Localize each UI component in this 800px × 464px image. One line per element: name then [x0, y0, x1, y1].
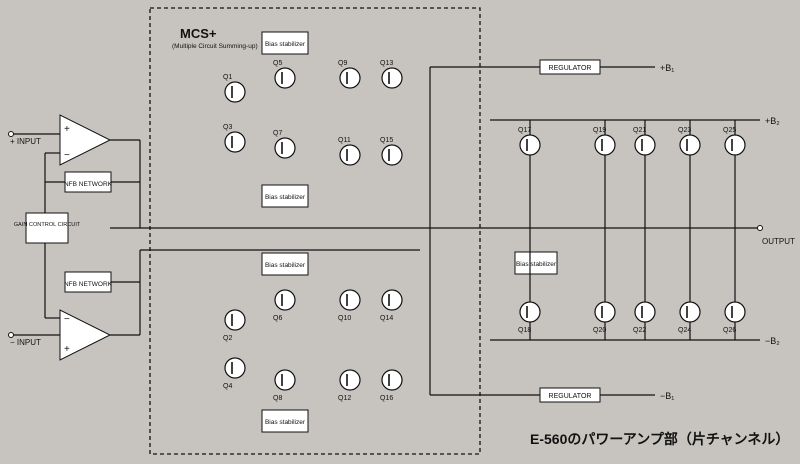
transistor-label-q19: Q19 [593, 127, 606, 134]
transistor-q17 [519, 134, 541, 156]
svg-text:REGULATOR: REGULATOR [549, 393, 592, 400]
transistor-label-q15: Q15 [380, 137, 393, 144]
transistor-label-q17: Q17 [518, 127, 531, 134]
bias-stabilizer-3 [261, 252, 309, 276]
plus-input-label: + INPUT [10, 137, 41, 146]
transistor-q26 [724, 301, 746, 323]
transistor-q20 [594, 301, 616, 323]
svg-text:−: − [64, 314, 70, 325]
transistor-q10 [339, 289, 361, 311]
transistor-label-q24: Q24 [678, 327, 691, 334]
bias-stabilizer-2 [261, 184, 309, 208]
svg-text:NFB NETWORK: NFB NETWORK [64, 281, 113, 288]
bias-stabilizer-4 [261, 409, 309, 433]
transistor-label-q2: Q2 [223, 335, 232, 342]
transistor-q1 [224, 81, 246, 103]
transistor-label-q5: Q5 [273, 60, 282, 67]
transistor-q13 [381, 67, 403, 89]
transistor-q12 [339, 369, 361, 391]
minus-input-label: − INPUT [10, 338, 41, 347]
transistor-q15 [381, 144, 403, 166]
gain-control-circuit [25, 212, 69, 244]
svg-text:Bias stabilizer: Bias stabilizer [265, 194, 306, 201]
caption: E-560のパワーアンプ部（片チャンネル） [530, 431, 789, 447]
output-terminal [757, 225, 763, 231]
transistor-label-q11: Q11 [338, 137, 351, 144]
svg-text:GAIN CONTROL CIRCUIT: GAIN CONTROL CIRCUIT [14, 222, 81, 228]
transistor-label-q4: Q4 [223, 383, 232, 390]
transistor-label-q12: Q12 [338, 395, 351, 402]
bias-stabilizer-1 [261, 31, 309, 55]
transistor-q5 [274, 67, 296, 89]
transistor-label-q9: Q9 [338, 60, 347, 67]
plus-input-terminal [8, 131, 14, 137]
transistor-q19 [594, 134, 616, 156]
svg-text:−B₁: −B₁ [660, 391, 674, 401]
transistor-q16 [381, 369, 403, 391]
transistor-label-q20: Q20 [593, 327, 606, 334]
transistor-q11 [339, 144, 361, 166]
transistor-label-q22: Q22 [633, 327, 646, 334]
svg-text:REGULATOR: REGULATOR [549, 65, 592, 72]
transistor-label-q14: Q14 [380, 315, 393, 322]
transistor-q6 [274, 289, 296, 311]
transistor-q22 [634, 301, 656, 323]
transistor-label-q3: Q3 [223, 124, 232, 131]
transistor-label-q10: Q10 [338, 315, 351, 322]
minus-input-terminal [8, 332, 14, 338]
svg-text:OUTPUT: OUTPUT [762, 237, 795, 246]
transistor-label-q7: Q7 [273, 130, 282, 137]
transistor-label-q16: Q16 [380, 395, 393, 402]
transistor-q23 [679, 134, 701, 156]
svg-text:Bias stabilizer: Bias stabilizer [265, 419, 306, 426]
svg-text:Bias stabilizer: Bias stabilizer [516, 261, 557, 268]
transistor-q14 [381, 289, 403, 311]
transistor-label-q8: Q8 [273, 395, 282, 402]
transistor-label-q13: Q13 [380, 60, 393, 67]
opamp-bottom [59, 309, 112, 361]
transistor-q3 [224, 131, 246, 153]
svg-text:Bias stabilizer: Bias stabilizer [265, 41, 306, 48]
transistor-label-q6: Q6 [273, 315, 282, 322]
svg-text:+B₂: +B₂ [765, 116, 780, 126]
transistor-q21 [634, 134, 656, 156]
transistor-label-q21: Q21 [633, 127, 646, 134]
mcs-subtitle: (Multiple Circuit Summing-up) [172, 43, 258, 50]
transistor-label-q25: Q25 [723, 127, 736, 134]
transistor-q9 [339, 67, 361, 89]
svg-text:+B₁: +B₁ [660, 63, 674, 73]
transistor-label-q1: Q1 [223, 74, 232, 81]
bias-stabilizer-5 [514, 251, 558, 275]
opamp-top [59, 114, 112, 166]
transistor-q25 [724, 134, 746, 156]
svg-text:+: + [64, 344, 70, 355]
mcs-region [149, 7, 481, 455]
svg-text:NFB NETWORK: NFB NETWORK [64, 181, 113, 188]
mcs-title: MCS+ [180, 26, 217, 41]
transistor-q24 [679, 301, 701, 323]
transistor-q18 [519, 301, 541, 323]
svg-text:−B₂: −B₂ [765, 336, 780, 346]
transistor-label-q23: Q23 [678, 127, 691, 134]
transistor-q7 [274, 137, 296, 159]
transistor-q8 [274, 369, 296, 391]
svg-text:+: + [64, 124, 70, 135]
svg-text:Bias stabilizer: Bias stabilizer [265, 262, 306, 269]
transistor-label-q26: Q26 [723, 327, 736, 334]
transistor-q4 [224, 357, 246, 379]
svg-text:−: − [64, 150, 70, 161]
transistor-q2 [224, 309, 246, 331]
transistor-label-q18: Q18 [518, 327, 531, 334]
